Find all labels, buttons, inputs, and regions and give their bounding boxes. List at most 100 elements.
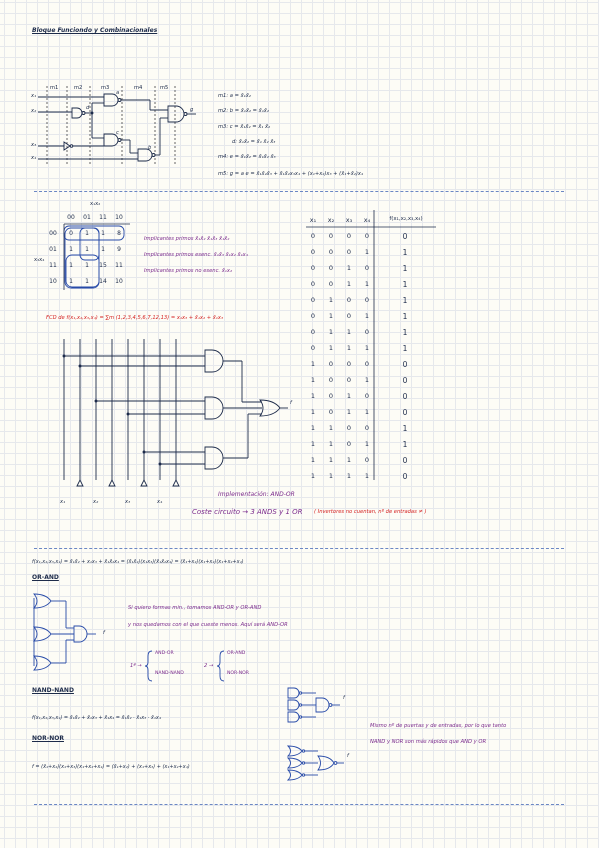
nor-equation: f = (x̄₁+x₂)(x₁+x₃)(x₁+x₂+x₄) = (x̄₁+x₂)… [32, 764, 190, 770]
table-cell-output: 1 [402, 280, 408, 289]
fcd-implementation: Implementación: AND-OR [218, 491, 295, 498]
table-cell: 0 [310, 344, 316, 352]
table-cell: 1 [310, 472, 316, 480]
kmap-cell: 14 [99, 278, 107, 285]
table-cell-output: 0 [402, 360, 408, 369]
table-cell: 1 [310, 376, 316, 384]
page-title: Bloque Funciondo y Combinacionales [32, 27, 158, 34]
table-cell: 0 [364, 424, 370, 432]
brace-left-prefix: 1ª → [130, 663, 142, 669]
table-cell: 1 [328, 456, 334, 464]
table-cell: 1 [346, 280, 352, 288]
input-label-x3: x₃ [31, 142, 37, 148]
table-cell-output: 1 [402, 424, 408, 433]
table-cell: 1 [328, 424, 334, 432]
table-cell: 0 [364, 392, 370, 400]
table-cell: 0 [310, 312, 316, 320]
table-cell: 0 [346, 424, 352, 432]
or-and-note-1: Si quiero formas min., tomamos AND-OR y … [128, 605, 262, 611]
kmap-cell: 1 [85, 246, 89, 253]
table-cell: 1 [364, 376, 370, 384]
final-note-1: Mismo nº de puertas y de entradas, por l… [370, 723, 507, 729]
table-cell: 1 [328, 440, 334, 448]
table-cell: 1 [364, 472, 370, 480]
kmap-row-00: 00 [49, 230, 57, 237]
table-cell: 0 [364, 296, 370, 304]
output-label-g: g [190, 107, 194, 113]
kmap-note-prime: Implicantes primos x̄₁x̄₂ x̄₁x̄₃ x̄₁x̄₂ [144, 236, 230, 242]
stage-label-m3: m3 [101, 85, 110, 91]
kmap-row-10: 10 [49, 278, 57, 285]
brace-right-nor-nor: NOR-NOR [227, 671, 249, 676]
table-cell: 0 [328, 360, 334, 368]
table-cell: 1 [310, 440, 316, 448]
kmap-cell: 1 [85, 278, 89, 285]
table-cell: 1 [346, 392, 352, 400]
table-cell: 1 [328, 472, 334, 480]
fcd-input-x3: x₃ [125, 499, 131, 505]
kmap-col-10: 10 [115, 214, 123, 221]
equation-m4: m4: e = x̄₁x̄₂ = x̄₁x̄₂ x̄₃ [218, 154, 276, 160]
table-cell: 1 [310, 424, 316, 432]
table-cell: 0 [328, 248, 334, 256]
gate-label-d: d [86, 105, 90, 111]
table-cell: 1 [346, 456, 352, 464]
table-cell: 1 [364, 344, 370, 352]
table-row: 1 1 0 0 1 [306, 424, 436, 440]
stage-label-m2: m2 [74, 85, 83, 91]
fcd-input-x2: x₂ [93, 499, 99, 505]
table-cell: 0 [310, 328, 316, 336]
brace-left-and-or: AND-OR [155, 651, 174, 656]
table-cell: 0 [328, 376, 334, 384]
input-label-x2: x₂ [31, 108, 37, 114]
kmap-cell: 1 [69, 262, 73, 269]
nand-title: NAND-NAND [32, 687, 74, 694]
table-cell: 1 [364, 408, 370, 416]
table-cell: 0 [364, 456, 370, 464]
table-cell-output: 0 [402, 376, 408, 385]
table-cell: 1 [328, 312, 334, 320]
table-cell-output: 1 [402, 264, 408, 273]
table-cell-output: 1 [402, 344, 408, 353]
kmap-cell: 1 [69, 278, 73, 285]
table-cell: 0 [328, 408, 334, 416]
kmap-col-00: 00 [67, 214, 75, 221]
or-and-note-2: y nos quedamos con el que cueste menos. … [128, 622, 288, 628]
table-cell: 0 [310, 232, 316, 240]
table-cell: 0 [346, 440, 352, 448]
table-cell: 0 [346, 232, 352, 240]
fcd-equation: FCD de f(x₁,x₂,x₃,x₄) = ∑m (1,2,3,4,5,6,… [46, 315, 224, 321]
table-cell: 0 [310, 280, 316, 288]
brace-left-nand-nand: NAND-NAND [155, 671, 184, 676]
table-cell: 1 [364, 280, 370, 288]
table-cell: 1 [346, 344, 352, 352]
table-cell: 0 [364, 360, 370, 368]
gate-label-a: a [116, 90, 120, 96]
table-cell-output: 0 [402, 472, 408, 481]
kmap-col-header: x₁x₂ [90, 201, 101, 207]
table-cell-output: 0 [402, 232, 408, 241]
kmap-cell: 0 [69, 230, 73, 237]
section-divider [34, 191, 564, 192]
kmap-cell: 10 [115, 278, 123, 285]
kmap-row-var: x₃x₄ [34, 257, 45, 263]
kmap-cell: 1 [69, 246, 73, 253]
table-cell: 0 [328, 392, 334, 400]
kmap-cell: 1 [85, 262, 89, 269]
table-cell: 1 [364, 248, 370, 256]
table-cell: 0 [346, 360, 352, 368]
